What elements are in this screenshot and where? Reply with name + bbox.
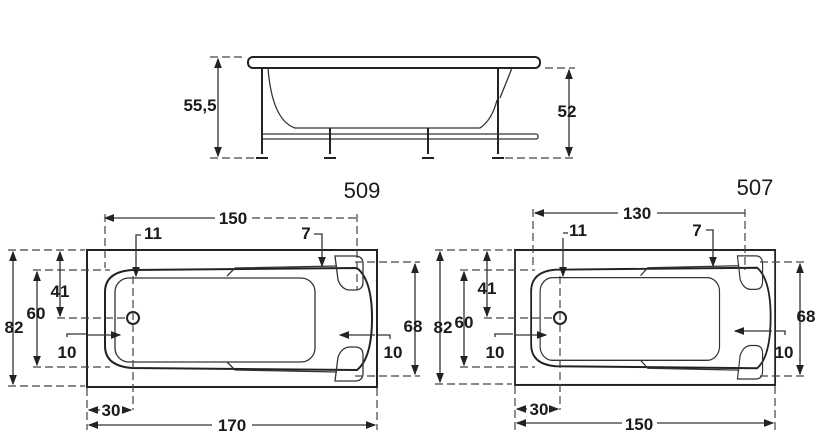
dimension-right-margin: 10 bbox=[384, 343, 403, 362]
tub-509-plan: 509 82 60 41 68 10 10 11 7 150 170 30 bbox=[5, 178, 423, 435]
dimension-left-margin: 10 bbox=[486, 343, 505, 362]
dimension-drain-offset-y: 41 bbox=[51, 282, 70, 301]
tub-507-plan: 507 82 60 41 68 10 10 11 7 130 150 30 bbox=[434, 175, 816, 434]
dimension-width: 82 bbox=[434, 318, 453, 337]
dimension-inner-length: 130 bbox=[623, 204, 651, 223]
dimension-rest-top: 7 bbox=[692, 221, 701, 240]
dimension-inner-width: 60 bbox=[27, 304, 46, 323]
dimension-height-total: 55,5 bbox=[183, 96, 216, 115]
dimension-width: 82 bbox=[5, 318, 24, 337]
model-number: 509 bbox=[344, 178, 381, 203]
dimension-inner-length: 150 bbox=[219, 209, 247, 228]
side-view: 55,5 52 bbox=[183, 56, 577, 159]
dimension-back-width: 68 bbox=[797, 307, 816, 326]
dimension-drain-offset-y: 41 bbox=[478, 279, 497, 298]
dimension-drain-top: 11 bbox=[144, 224, 162, 243]
dimension-drain-top: 11 bbox=[569, 221, 587, 240]
dimension-drain-offset-x: 30 bbox=[102, 401, 121, 420]
dimension-right-margin: 10 bbox=[775, 343, 794, 362]
dimension-back-width: 68 bbox=[404, 317, 423, 336]
dimension-height-rim: 52 bbox=[558, 102, 577, 121]
model-number: 507 bbox=[737, 175, 774, 200]
dimension-inner-width: 60 bbox=[455, 313, 474, 332]
dimension-length: 150 bbox=[625, 415, 653, 434]
dimension-rest-top: 7 bbox=[301, 224, 310, 243]
dimension-left-margin: 10 bbox=[58, 343, 77, 362]
dimension-length: 170 bbox=[218, 416, 246, 435]
dimension-drain-offset-x: 30 bbox=[530, 400, 549, 419]
